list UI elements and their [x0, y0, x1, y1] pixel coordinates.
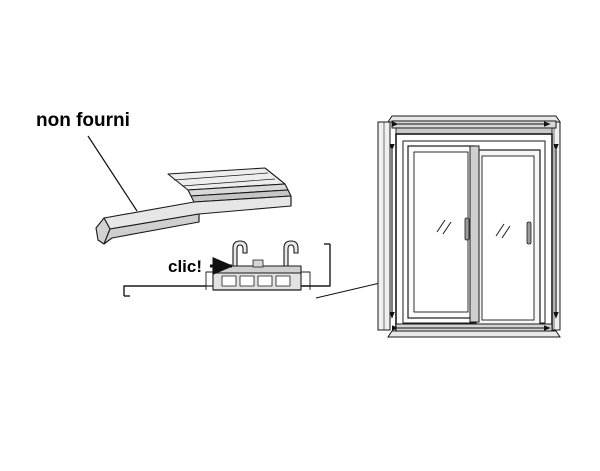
lintel-corner-line: [264, 167, 286, 185]
clip-chamber-2: [239, 275, 255, 287]
sliding-door-assembly: [377, 115, 561, 338]
door-head-rail: [395, 127, 553, 135]
clip-chamber-4: [275, 275, 291, 287]
glass-hatch-icon: [495, 223, 511, 239]
clip-right-upright: [283, 240, 299, 267]
clic-label: clic!: [168, 257, 202, 276]
clip-left-foot: [205, 271, 213, 290]
profile-leader-line: [315, 282, 381, 299]
clip-chamber-3: [257, 275, 273, 287]
lintel-cover-part: [95, 167, 292, 245]
lintel-under-face: [103, 213, 200, 245]
door-panel-right-glass: [481, 155, 535, 321]
clip-left-upright: [232, 240, 248, 267]
clip-right-foot: [301, 271, 311, 290]
lintel-ridge-2: [181, 178, 276, 187]
direction-arrows: [389, 121, 559, 331]
lintel-ridge-1: [173, 172, 269, 181]
clip-chamber-1: [221, 275, 237, 287]
glass-hatch-icon: [436, 219, 452, 235]
door-panel-left-glass: [413, 151, 469, 313]
clip-profile-part: [123, 240, 331, 297]
door-handle-left[interactable]: [464, 217, 470, 241]
door-sill-base: [387, 330, 561, 338]
clip-left-hook-arm: [123, 285, 206, 296]
non-fourni-label: non fourni: [36, 110, 130, 131]
clip-center-tab: [252, 259, 264, 268]
door-meeting-stile: [469, 145, 480, 323]
door-handle-right[interactable]: [526, 221, 532, 245]
non-fourni-leader-line: [87, 135, 138, 212]
